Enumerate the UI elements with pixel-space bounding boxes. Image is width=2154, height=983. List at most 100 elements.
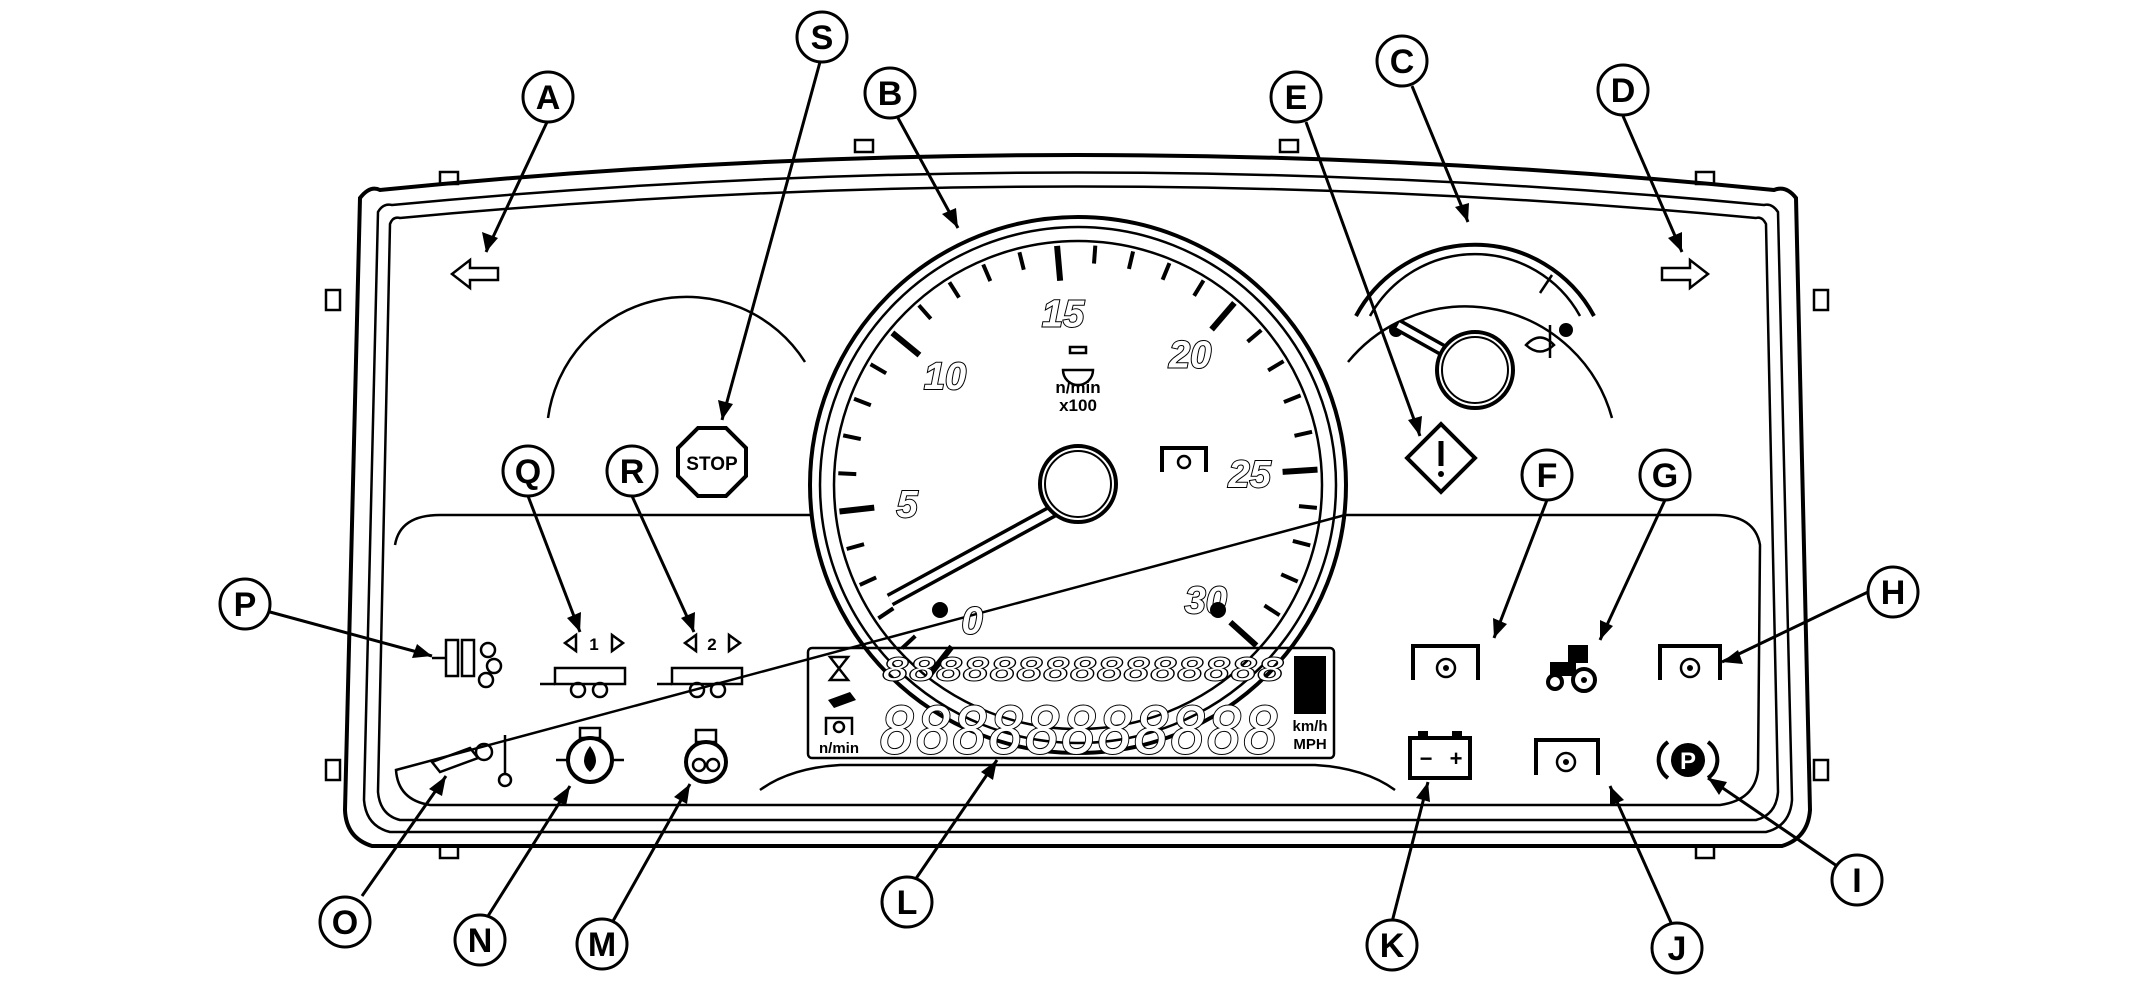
lcd-top-row: 888888888888888: [883, 653, 1285, 688]
tach-minor-tick: [1298, 504, 1318, 510]
lcd-indicator-block: [1294, 656, 1326, 714]
left-turn-arrow-icon: [449, 257, 500, 291]
callout-L: L: [880, 875, 934, 929]
callout-D: D: [1596, 63, 1650, 117]
tach-minor-tick: [1280, 572, 1299, 584]
park-label: P: [1680, 748, 1696, 775]
tach-minor-tick: [853, 396, 872, 408]
callout-Q: Q: [501, 444, 555, 498]
svg-text:R: R: [620, 453, 645, 491]
callout-N: N: [453, 913, 507, 967]
callout-B: B: [863, 66, 917, 120]
svg-text:J: J: [1668, 930, 1687, 968]
svg-text:E: E: [1285, 79, 1308, 117]
parking-brake-icon: P: [1656, 740, 1720, 780]
tach-minor-tick: [1192, 279, 1206, 297]
tach-minor-tick: [869, 362, 888, 376]
battery-plus-label: +: [1450, 746, 1463, 771]
lcd-unit-kmh: km/h: [1292, 718, 1327, 735]
master-warning-icon: [1404, 421, 1478, 495]
tach-minor-tick: [917, 304, 933, 321]
svg-text:C: C: [1390, 43, 1415, 81]
tach-scale-label: 0: [962, 601, 983, 643]
svg-text:S: S: [811, 19, 834, 57]
trailer-2-label: 2: [707, 635, 716, 654]
svg-text:H: H: [1881, 574, 1906, 612]
callout-P: P: [218, 577, 272, 631]
lcd-unit-mph: MPH: [1293, 736, 1326, 753]
tach-minor-tick: [1292, 539, 1311, 548]
tach-minor-tick: [1294, 429, 1313, 438]
tach-minor-tick: [1283, 393, 1302, 404]
auxiliary-warning-icon: [1658, 644, 1722, 680]
tach-scale-label: 20: [1168, 335, 1211, 377]
svg-text:Q: Q: [515, 453, 541, 491]
tach-major-tick: [927, 644, 955, 676]
lcd-display: n/min 888888888888888 88888888888 km/h M…: [806, 646, 1336, 770]
tach-minor-tick: [1017, 251, 1026, 271]
svg-text:O: O: [332, 904, 358, 942]
tractor-icon: [1546, 645, 1597, 693]
svg-text:D: D: [1611, 72, 1636, 110]
svg-text:P: P: [234, 586, 257, 624]
svg-text:N: N: [468, 922, 493, 960]
tillage-icon: [828, 692, 856, 708]
callout-H: H: [1866, 565, 1920, 619]
svg-text:G: G: [1652, 457, 1678, 495]
callout-S: S: [795, 10, 849, 64]
tach-minor-tick: [900, 634, 917, 650]
tach-minor-tick: [838, 471, 857, 477]
engine-speed-icon: [1061, 368, 1095, 387]
tach-major-tick: [1209, 301, 1237, 332]
callout-R: R: [605, 444, 659, 498]
tach-major-tick: [839, 504, 875, 515]
tach-major-tick: [1228, 619, 1259, 648]
engine-oil-pressure-icon: [556, 726, 624, 784]
callout-O: O: [318, 895, 372, 949]
lcd-rpm-label: n/min: [819, 740, 859, 757]
callout-E: E: [1269, 70, 1323, 124]
svg-text:F: F: [1537, 457, 1558, 495]
tach-minor-tick: [877, 606, 895, 620]
coolant-temperature-gauge: [1354, 242, 1596, 410]
callout-I: I: [1830, 853, 1884, 907]
cluster-housing: [324, 138, 1830, 860]
lcd-pto-icon: [824, 716, 854, 735]
pto-gauge-icon: [1160, 446, 1208, 472]
tach-major-tick: [1282, 466, 1318, 475]
svg-text:L: L: [897, 884, 918, 922]
leader-lines: [269, 61, 1869, 937]
left-gauge-arc: [546, 295, 807, 419]
tach-major-tick: [1054, 245, 1064, 282]
tach-minor-tick: [947, 281, 961, 299]
tach-minor-tick: [846, 542, 865, 551]
tach-minor-tick: [981, 263, 993, 282]
tach-minor-tick: [1092, 245, 1098, 264]
transmission-oil-temp-icon: [429, 735, 513, 788]
callout-K: K: [1365, 918, 1419, 972]
tach-minor-tick: [1263, 603, 1281, 617]
air-filter-icon: [432, 638, 503, 689]
lcd-bottom-row: 88888888888: [880, 695, 1280, 769]
right-gauge-arc: [1347, 305, 1614, 419]
svg-text:M: M: [588, 926, 616, 964]
tach-unit-rpm: n/min: [1055, 378, 1100, 397]
tach-minor-tick: [1160, 262, 1172, 281]
tach-minor-tick: [858, 575, 877, 587]
callout-M: M: [575, 917, 629, 971]
trailer-1-label: 1: [589, 635, 598, 654]
callout-G: G: [1638, 448, 1692, 502]
trailer-2-indicator-icon: 2: [657, 632, 744, 699]
tach-minor-tick: [1126, 250, 1136, 270]
svg-text:B: B: [878, 75, 903, 113]
svg-text:A: A: [536, 79, 561, 117]
stop-label: STOP: [686, 454, 738, 475]
hourglass-icon: [827, 655, 851, 682]
callout-J: J: [1650, 921, 1704, 975]
tach-minor-tick: [1246, 328, 1263, 344]
stop-warning-icon: STOP: [676, 426, 748, 498]
callout-A: A: [521, 70, 575, 124]
tach-minor-tick: [1267, 359, 1285, 373]
